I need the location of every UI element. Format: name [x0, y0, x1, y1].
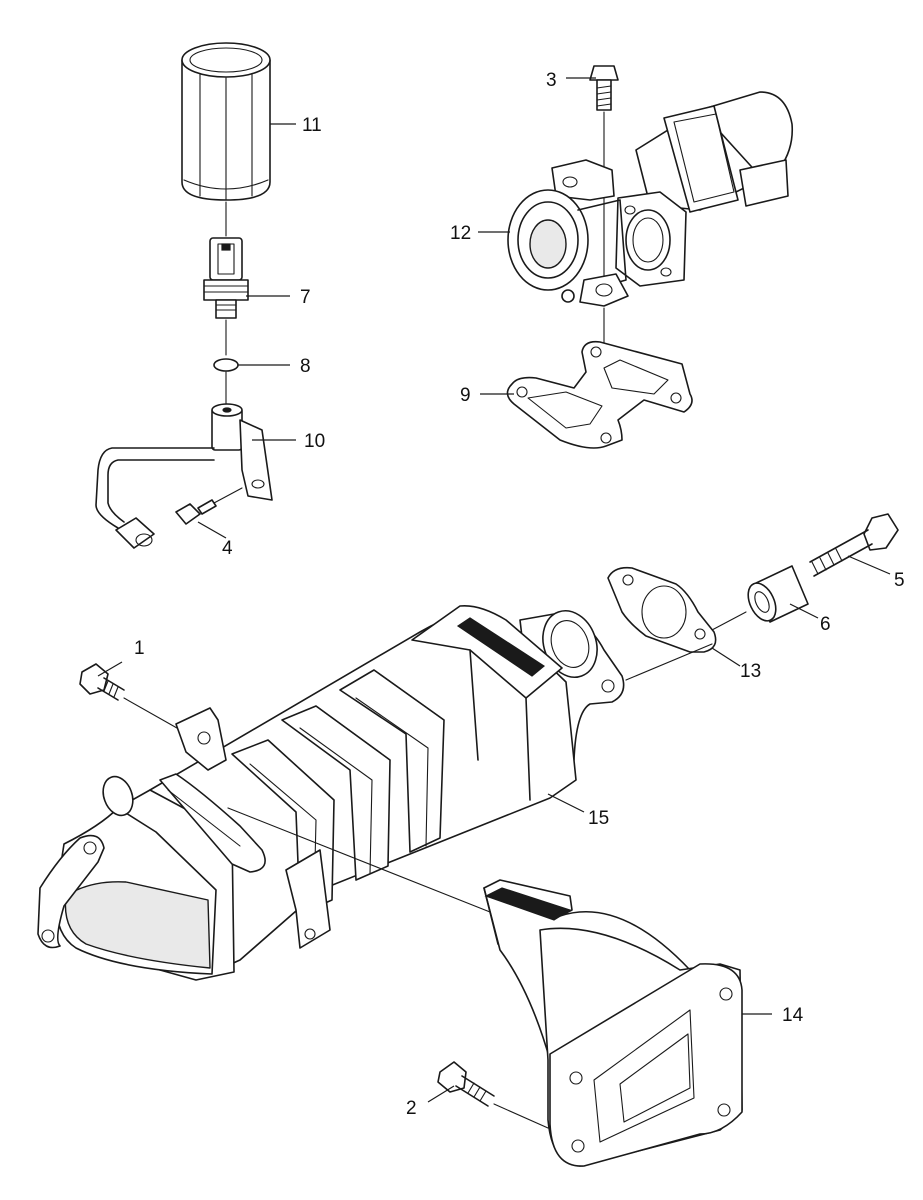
callout-9: 9 — [460, 385, 471, 406]
part-1-bolt — [79, 663, 125, 701]
callout-1: 1 — [134, 638, 145, 659]
callout-14: 14 — [782, 1005, 804, 1026]
callout-labels: 1 2 3 4 5 6 7 8 9 10 11 12 13 14 15 — [134, 70, 905, 1119]
part-8-o-ring — [213, 358, 239, 372]
callout-6: 6 — [820, 614, 831, 635]
part-1-axis-line — [123, 697, 185, 733]
callout-8: 8 — [300, 356, 311, 377]
part-14-duct — [483, 879, 743, 1167]
callout-15: 15 — [588, 808, 609, 829]
callout-7: 7 — [300, 287, 311, 308]
callout-5: 5 — [894, 570, 905, 591]
callout-2: 2 — [406, 1098, 417, 1119]
part-12-egr-valve — [507, 91, 794, 307]
part-2-bolt — [437, 1061, 495, 1107]
part-4-bolt — [175, 487, 243, 525]
part-6-axis-line — [711, 611, 747, 631]
part-15-egr-cooler — [37, 604, 625, 981]
callout-11: 11 — [302, 115, 322, 136]
part-10-pipe-bracket — [95, 403, 273, 549]
leader-lines — [97, 77, 891, 1103]
part-3-bolt — [589, 65, 619, 111]
part-11-cover — [181, 42, 271, 201]
callout-10: 10 — [304, 431, 325, 452]
part-7-sensor — [203, 237, 249, 319]
callout-12: 12 — [450, 223, 471, 244]
part-6-spacer — [747, 565, 809, 623]
callout-4: 4 — [222, 538, 233, 559]
axis-line-14-15 — [227, 807, 491, 913]
axis-line-13-15 — [625, 643, 713, 681]
part-2-axis-line — [493, 1103, 549, 1129]
callout-3: 3 — [546, 70, 557, 91]
callout-13: 13 — [740, 661, 761, 682]
part-5-bolt — [809, 513, 899, 577]
part-13-gasket — [607, 566, 717, 653]
part-9-gasket — [506, 340, 693, 449]
